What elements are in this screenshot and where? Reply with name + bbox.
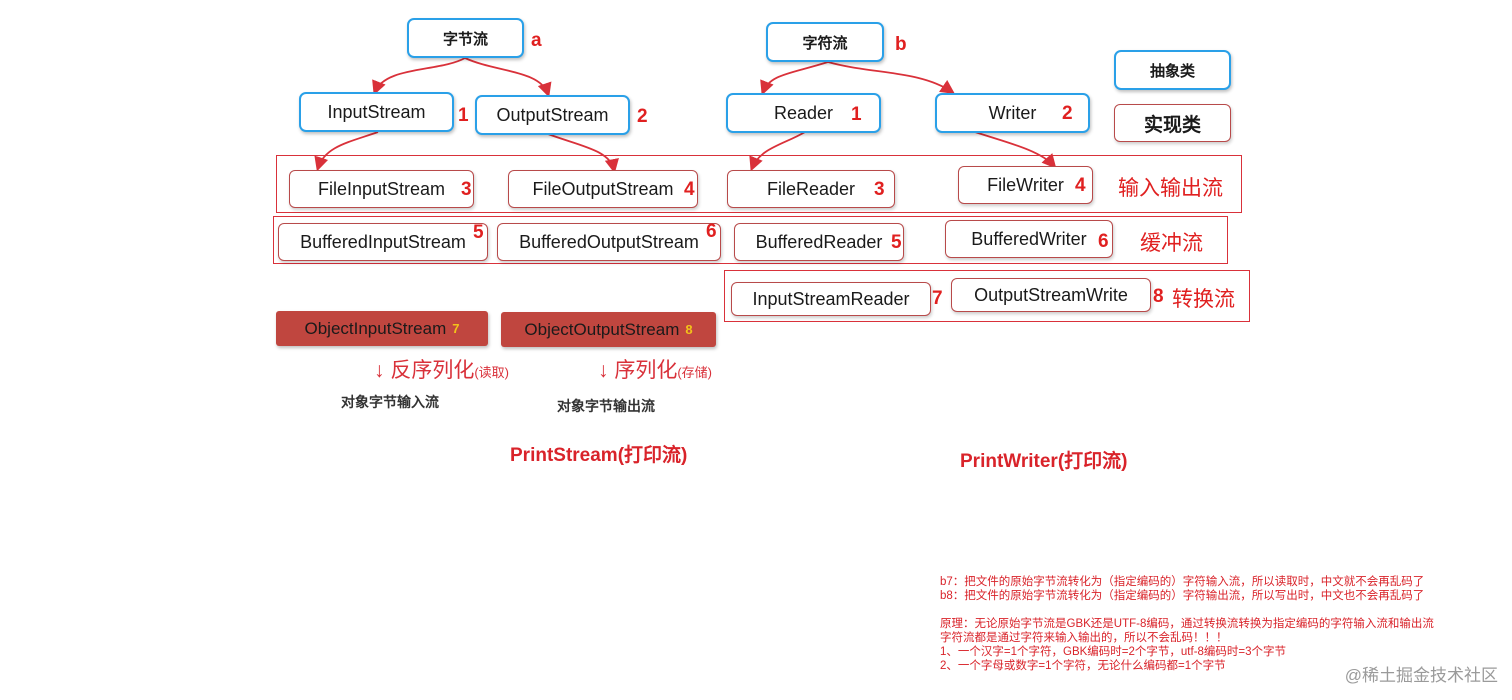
note-b8: b8：把文件的原始字节流转化为（指定编码的）字符输出流，所以写出时，中文也不会再… (940, 590, 1425, 602)
arrow-byte-to-output (464, 57, 552, 98)
char-stream-box: 字符流 (766, 22, 884, 62)
notes-block: b7：把文件的原始字节流转化为（指定编码的）字符输入流，所以读取时，中文就不会再… (940, 575, 1434, 673)
note-rule-2: 2、一个字母或数字=1个字符，无论什么编码都=1个字节 (940, 660, 1226, 672)
class-writer: Writer (935, 93, 1090, 133)
byte-stream-box: 字节流 (407, 18, 524, 58)
note-blank (940, 603, 1434, 617)
deserialize-text: 反序列化 (390, 359, 475, 382)
note-rule-1: 1、一个汉字=1个字符，GBK编码时=2个字节，utf-8编码时=3个字节 (940, 646, 1287, 658)
arrow-byte-to-input (372, 57, 466, 96)
arrow-input-to-file (314, 131, 379, 172)
class-objectinputstream: ObjectInputStream 7 (276, 311, 488, 346)
arrow-output-to-file (547, 133, 619, 174)
num-bufferedinputstream: 5 (473, 222, 484, 243)
class-bufferedinputstream: BufferedInputStream (278, 223, 488, 261)
objectinputstream-name: ObjectInputStream (304, 318, 447, 338)
class-outputstreamwrite: OutputStreamWrite (951, 278, 1151, 312)
deserialize-note: (读取) (474, 365, 510, 380)
buffer-group-label: 缓冲流 (1140, 232, 1203, 255)
num-fileoutputstream: 4 (684, 179, 695, 200)
class-objectoutputstream: ObjectOutputStream 8 (501, 312, 716, 347)
printstream-label: PrintStream(打印流) (510, 445, 688, 466)
num-bufferedreader: 5 (891, 232, 902, 253)
num-writer: 2 (1062, 103, 1073, 124)
note-principle: 原理：无论原始字节流是GBK还是UTF-8编码，通过转换流转换为指定编码的字符输… (940, 618, 1434, 630)
printwriter-label: PrintWriter(打印流) (960, 451, 1128, 472)
class-bufferedwriter: BufferedWriter (945, 220, 1113, 258)
arrow-char-to-writer (827, 61, 955, 95)
down-arrow-icon: ↓ (374, 359, 385, 382)
num-inputstreamreader: 7 (932, 288, 943, 309)
io-group-label: 输入输出流 (1118, 177, 1223, 200)
char-stream-tag: b (895, 34, 907, 55)
watermark: @稀土掘金技术社区 (1344, 666, 1498, 685)
num-outputstreamwrite: 8 (1153, 286, 1164, 307)
note-principle-2: 字符流都是通过字符来输入输出的，所以不会乱码！！！ (940, 632, 1228, 644)
arrow-reader-to-file (749, 131, 806, 172)
num-filewriter: 4 (1075, 175, 1086, 196)
object-input-caption: 对象字节输入流 (341, 394, 439, 410)
arrow-writer-to-file (974, 131, 1057, 169)
convert-group-frame (724, 270, 1250, 322)
deserialize-label: ↓ 反序列化(读取) (374, 354, 509, 384)
class-bufferedreader: BufferedReader (734, 223, 904, 261)
note-b7: b7：把文件的原始字节流转化为（指定编码的）字符输入流，所以读取时，中文就不会再… (940, 576, 1425, 588)
class-bufferedoutputstream: BufferedOutputStream (497, 223, 721, 261)
num-outputstream: 2 (637, 106, 648, 127)
serialize-label: ↓ 序列化(存储) (598, 354, 712, 384)
object-output-caption: 对象字节输出流 (557, 398, 655, 414)
serialize-text: 序列化 (614, 359, 678, 382)
down-arrow-icon: ↓ (598, 359, 609, 382)
class-fileinputstream: FileInputStream (289, 170, 474, 208)
num-bufferedoutputstream: 6 (706, 221, 717, 242)
class-filereader: FileReader (727, 170, 895, 208)
num-reader: 1 (851, 104, 862, 125)
class-filewriter: FileWriter (958, 166, 1093, 204)
buffer-group-frame (273, 216, 1228, 264)
class-inputstream: InputStream (299, 92, 454, 132)
objectoutputstream-name: ObjectOutputStream (524, 319, 680, 339)
num-fileinputstream: 3 (461, 179, 472, 200)
num-inputstream: 1 (458, 105, 469, 126)
class-fileoutputstream: FileOutputStream (508, 170, 698, 208)
legend-impl: 实现类 (1114, 104, 1231, 142)
io-group-frame (276, 155, 1242, 213)
byte-stream-tag: a (531, 30, 542, 51)
legend-abstract: 抽象类 (1114, 50, 1231, 90)
num-bufferedwriter: 6 (1098, 231, 1109, 252)
num-filereader: 3 (874, 179, 885, 200)
class-outputstream: OutputStream (475, 95, 630, 135)
num-objectoutputstream: 8 (685, 322, 693, 337)
serialize-note: (存储) (677, 365, 713, 380)
class-inputstreamreader: InputStreamReader (731, 282, 931, 316)
class-reader: Reader (726, 93, 881, 133)
num-objectinputstream: 7 (452, 321, 460, 336)
arrow-char-to-reader (760, 61, 829, 96)
convert-group-label: 转换流 (1172, 288, 1235, 311)
